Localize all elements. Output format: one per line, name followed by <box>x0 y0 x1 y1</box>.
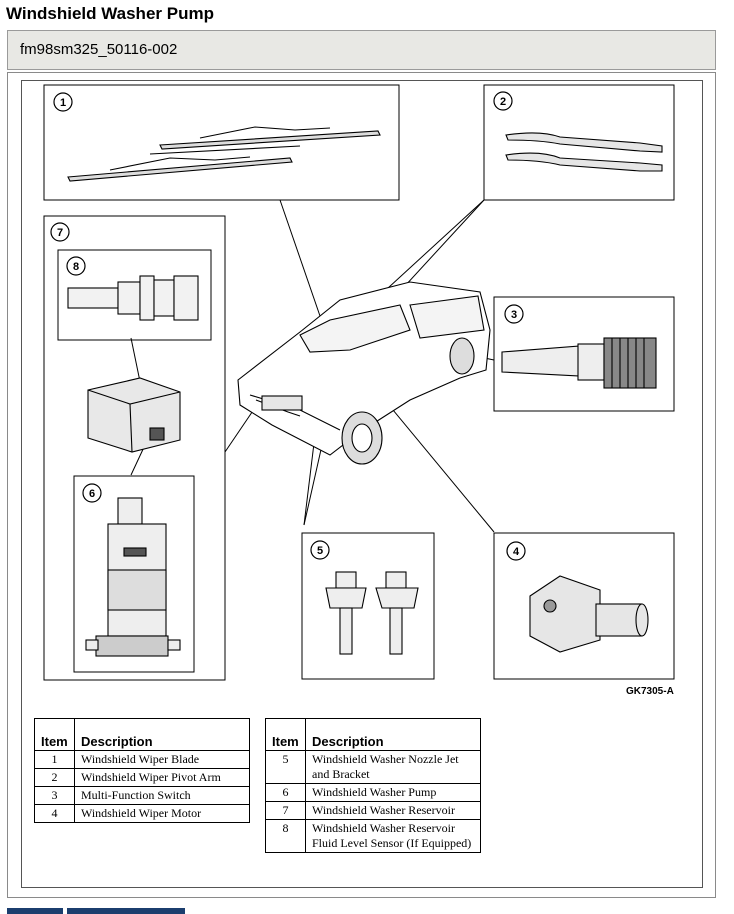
table-row: 7 Windshield Washer Reservoir <box>265 801 481 820</box>
figure-id-bar: fm98sm325_50116-002 <box>7 30 716 70</box>
page-title: Windshield Washer Pump <box>6 4 214 23</box>
item-number: 7 <box>265 801 306 820</box>
item-number: 1 <box>34 750 75 769</box>
item-description: Windshield Wiper Motor <box>74 804 250 823</box>
column-header-description: Description <box>74 718 250 751</box>
panel-3 <box>493 296 675 412</box>
table-row: 6 Windshield Washer Pump <box>265 783 481 802</box>
callout-2: 2 <box>500 96 506 108</box>
legend-table-right: Item Description 5 Windshield Washer Noz… <box>265 718 481 853</box>
column-header-description: Description <box>305 718 481 751</box>
callout-1: 1 <box>60 97 66 109</box>
figure-inner-border <box>21 80 703 888</box>
reservoir-drawing <box>87 377 181 453</box>
table-row: 4 Windshield Wiper Motor <box>34 804 250 823</box>
callout-7: 7 <box>57 227 63 239</box>
item-number: 4 <box>34 804 75 823</box>
table-row: 2 Windshield Wiper Pivot Arm <box>34 768 250 787</box>
table-row: 1 Windshield Wiper Blade <box>34 750 250 769</box>
item-description: Multi-Function Switch <box>74 786 250 805</box>
item-description: Windshield Washer Pump <box>305 783 481 802</box>
panel-5 <box>301 532 435 680</box>
item-number: 5 <box>265 750 306 784</box>
panel-7 <box>43 215 226 681</box>
callout-3: 3 <box>511 309 517 321</box>
item-number: 2 <box>34 768 75 787</box>
callout-5: 5 <box>317 545 323 557</box>
figure-id: fm98sm325_50116-002 <box>20 41 178 58</box>
item-description: Windshield Washer Reservoir Fluid Level … <box>305 819 481 853</box>
panel-2 <box>483 84 675 201</box>
legend-table-left: Item Description 1 Windshield Wiper Blad… <box>34 718 250 823</box>
footer-nav-tab[interactable] <box>7 908 63 914</box>
pivot-arm-drawing <box>505 132 663 172</box>
nozzle-jet-drawing <box>325 571 419 655</box>
item-number: 3 <box>34 786 75 805</box>
footer-nav-tab[interactable] <box>67 908 185 914</box>
column-header-item: Item <box>34 718 75 751</box>
callout-6: 6 <box>89 488 95 500</box>
table-row: 3 Multi-Function Switch <box>34 786 250 805</box>
wiper-blade-drawing <box>67 126 381 182</box>
item-number: 6 <box>265 783 306 802</box>
fluid-level-sensor-drawing <box>67 275 199 321</box>
washer-pump-drawing <box>85 497 181 657</box>
callout-4: 4 <box>513 546 520 558</box>
item-description: Windshield Washer Nozzle Jet and Bracket <box>305 750 481 784</box>
callout-8: 8 <box>73 261 79 273</box>
item-description: Windshield Washer Reservoir <box>305 801 481 820</box>
figure-frame <box>7 72 716 898</box>
table-row: 5 Windshield Washer Nozzle Jet and Brack… <box>265 750 481 784</box>
multifunction-switch-drawing <box>501 337 657 389</box>
panel-4 <box>493 532 675 680</box>
vehicle-drawing <box>237 281 491 465</box>
item-description: Windshield Wiper Pivot Arm <box>74 768 250 787</box>
panel-1 <box>43 84 400 201</box>
table-row: 8 Windshield Washer Reservoir Fluid Leve… <box>265 819 481 853</box>
wiper-motor-drawing <box>529 575 649 653</box>
figure-code: GK7305-A <box>626 686 674 697</box>
item-number: 8 <box>265 819 306 853</box>
item-description: Windshield Wiper Blade <box>74 750 250 769</box>
column-header-item: Item <box>265 718 306 751</box>
